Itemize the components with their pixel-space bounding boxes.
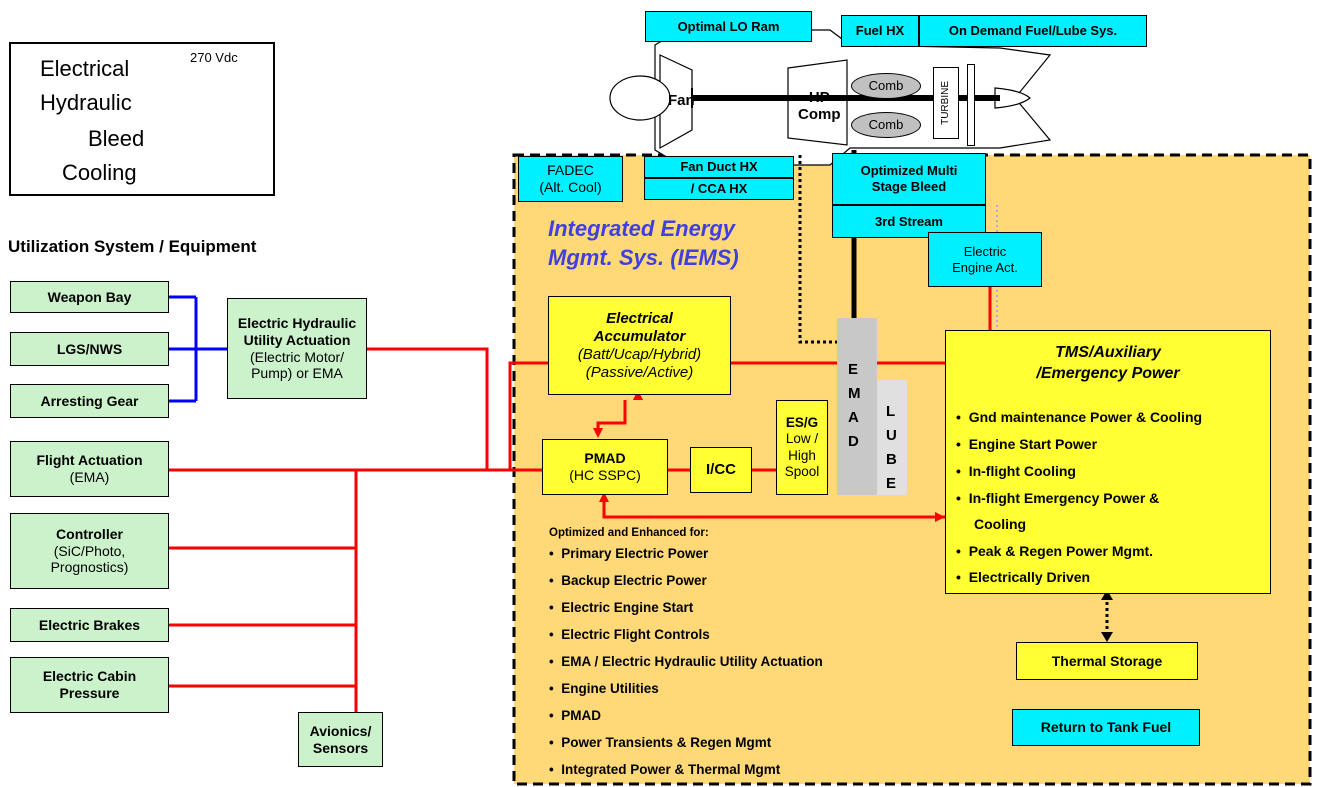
comp-label: Comp — [798, 105, 841, 123]
iems-title-line1: Integrated Energy — [548, 216, 736, 241]
lube-letter: E — [886, 475, 897, 492]
optimized-item: • EMA / Electric Hydraulic Utility Actua… — [549, 654, 823, 669]
controller-box: Controller(SiC/Photo,Prognostics) — [10, 513, 169, 589]
tms-item: • In-flight Cooling — [956, 463, 1076, 479]
pmad-box: PMAD(HC SSPC) — [542, 439, 668, 495]
optimized-item: • PMAD — [549, 708, 601, 723]
optimized-item: • Primary Electric Power — [549, 546, 709, 561]
lube-letter: L — [886, 403, 896, 420]
emad-label: E M A D — [848, 358, 861, 454]
tms-item: • Gnd maintenance Power & Cooling — [956, 409, 1203, 425]
cooling-lines — [798, 155, 1109, 638]
electric-brakes-box: Electric Brakes — [10, 608, 169, 642]
tms-title-line1: TMS/Auxiliary — [1055, 344, 1161, 361]
electrical-lines — [168, 287, 992, 712]
tms-item: • Engine Start Power — [956, 436, 1098, 452]
thermal-storage-box: Thermal Storage — [1016, 642, 1198, 680]
tms-title: TMS/Auxiliary /Emergency Power — [946, 343, 1270, 385]
optimized-item: • Electric Engine Start — [549, 600, 694, 615]
compressor-shape — [787, 59, 848, 146]
tms-item: Cooling — [974, 516, 1027, 532]
optimized-item: • Electric Flight Controls — [549, 627, 710, 642]
flight-actuation-box: Flight Actuation(EMA) — [10, 441, 169, 497]
on-demand-fuel-lube-box: On Demand Fuel/Lube Sys. — [919, 15, 1147, 47]
fadec-box: FADEC(Alt. Cool) — [518, 156, 623, 202]
emad-letter: D — [848, 433, 859, 450]
legend-box — [9, 42, 275, 196]
cca-hx-box: / CCA HX — [644, 178, 794, 200]
optimized-item: • Power Transients & Regen Mgmt — [549, 735, 772, 750]
lube-letter: B — [886, 451, 897, 468]
emad-letter: E — [848, 361, 859, 378]
fan-blade — [659, 54, 693, 150]
hp-label: HP — [808, 89, 830, 106]
comb-bottom-oval: Comb — [851, 112, 921, 138]
optimized-heading: Optimized and Enhanced for: — [549, 527, 709, 539]
return-to-tank-fuel-box: Return to Tank Fuel — [1012, 709, 1200, 746]
legend-voltage-label: 270 Vdc — [190, 50, 238, 65]
optimized-item: • Integrated Power & Thermal Mgmt — [549, 762, 781, 777]
tms-item: • In-flight Emergency Power & — [956, 490, 1160, 506]
arresting-gear-box: Arresting Gear — [10, 384, 169, 418]
optimal-lo-ram-box: Optimal LO Ram — [645, 11, 812, 42]
legend-bleed-label: Bleed — [88, 126, 145, 151]
lube-column — [877, 380, 907, 495]
comb-top-oval: Comb — [851, 73, 921, 99]
emad-letter: M — [848, 385, 861, 402]
lgs-nws-box: LGS/NWS — [10, 332, 169, 366]
fan-duct-hx-box: Fan Duct HX — [644, 156, 794, 178]
turbine-disc — [967, 64, 975, 146]
hydraulic-lines — [168, 295, 227, 403]
fan-label: Fan — [668, 92, 695, 109]
lube-letter: U — [886, 427, 897, 444]
iems-title-line2: Mgmt. Sys. (IEMS) — [548, 244, 739, 270]
tms-title-line2: /Emergency Power — [1036, 364, 1180, 382]
arrowheads — [593, 390, 945, 522]
fuel-hx-box: Fuel HX — [841, 15, 919, 47]
emad-letter: A — [848, 409, 859, 426]
nose-cone — [609, 75, 671, 121]
legend-electrical-label: Electrical — [40, 56, 130, 81]
emad-column — [837, 318, 877, 495]
optimized-item: • Backup Electric Power — [549, 573, 707, 588]
tms-item: • Electrically Driven — [956, 569, 1091, 585]
tms-item: • Peak & Regen Power Mgmt. — [956, 543, 1154, 559]
tms-auxiliary-box: TMS/Auxiliary /Emergency Power • Gnd mai… — [945, 330, 1271, 594]
icc-box: I/CC — [690, 447, 752, 493]
optimized-item: • Engine Utilities — [549, 681, 659, 696]
weapon-bay-box: Weapon Bay — [10, 281, 169, 313]
avionics-sensors-box: Avionics/Sensors — [298, 712, 383, 767]
cooling-arrowheads — [1101, 590, 1113, 642]
legend-cooling-label: Cooling — [62, 160, 137, 185]
legend-hydraulic-label: Hydraulic — [40, 90, 132, 115]
turbine-block: TURBINE — [933, 67, 959, 139]
lube-label: L U B E — [886, 400, 897, 496]
utilization-heading: Utilization System / Equipment — [8, 237, 257, 256]
